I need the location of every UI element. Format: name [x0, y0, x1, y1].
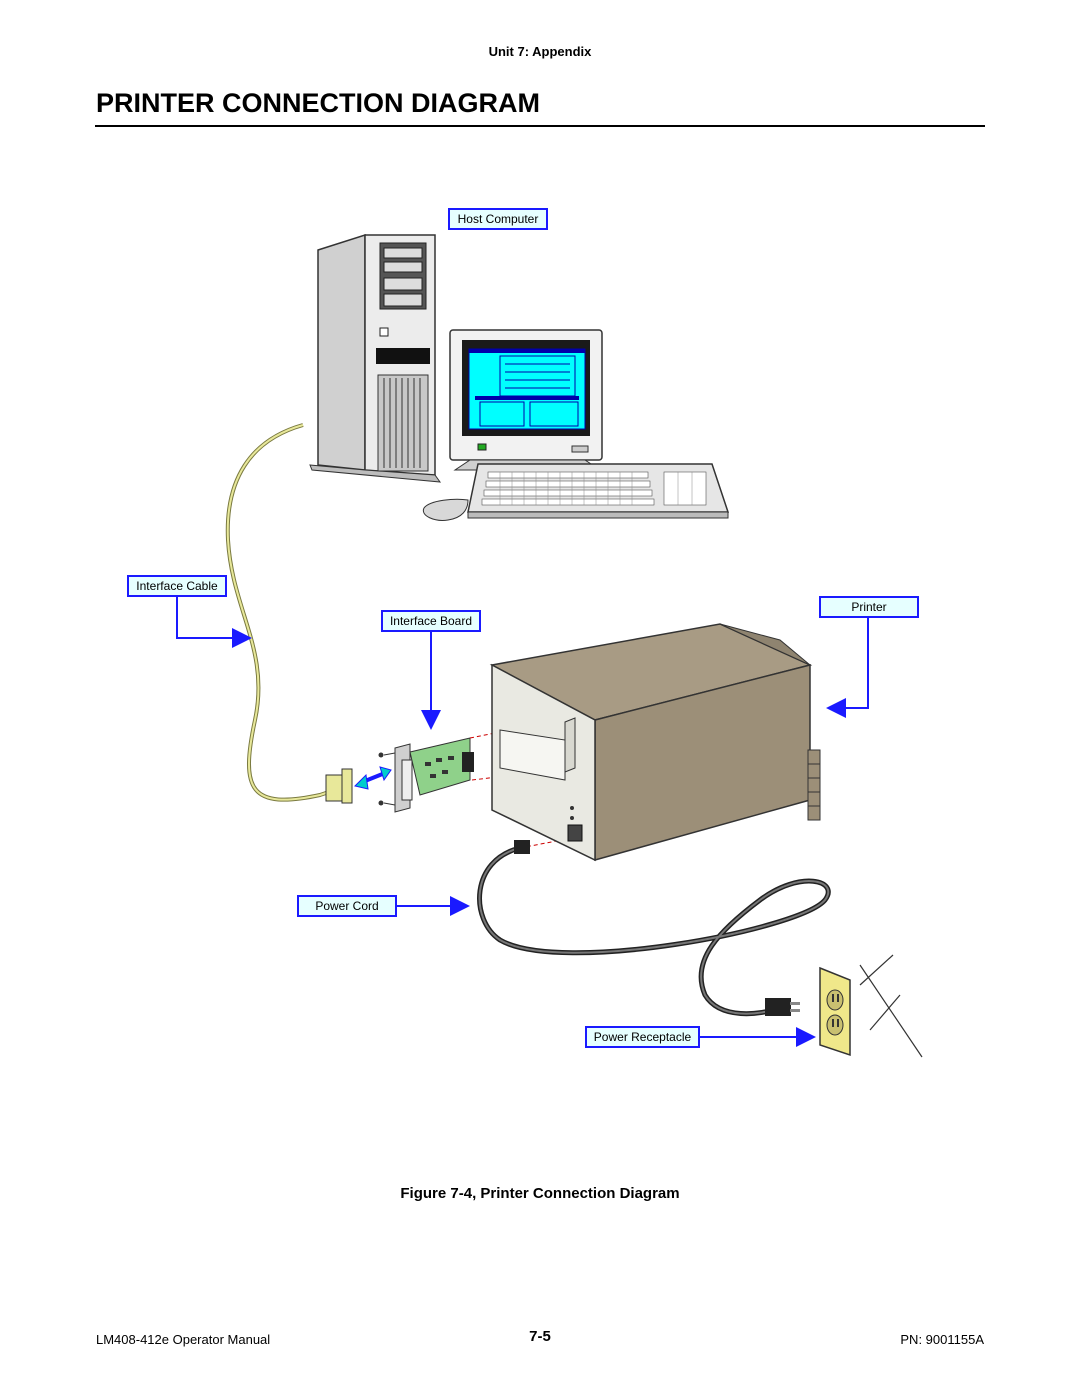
wall-receptacle: [819, 966, 851, 1057]
callout-power-receptacle: Power Receptacle: [585, 1026, 700, 1048]
footer-page-number: 7-5: [529, 1328, 551, 1345]
running-header: Unit 7: Appendix: [488, 44, 592, 59]
title-divider: [95, 125, 985, 127]
callout-power-cord: Power Cord: [297, 895, 397, 917]
callout-interface-cable: Interface Cable: [127, 575, 227, 597]
printer: [489, 623, 821, 862]
mouse: [422, 498, 469, 521]
callout-host-computer: Host Computer: [448, 208, 548, 230]
page-title: PRINTER CONNECTION DIAGRAM: [96, 88, 540, 118]
power-cord: [477, 840, 831, 1017]
callout-arrows: [176, 596, 869, 1047]
host-computer-tower: [309, 233, 442, 483]
callout-printer: Printer: [819, 596, 919, 618]
callout-interface-board: Interface Board: [381, 610, 481, 632]
figure-caption: Figure 7-4, Printer Connection Diagram: [400, 1185, 680, 1202]
interface-board: [378, 737, 474, 813]
footer-part-number: PN: 9001155A: [900, 1332, 984, 1347]
interface-cable: [225, 423, 353, 804]
keyboard: [467, 463, 730, 519]
wall-lines: [859, 954, 923, 1058]
monitor: [449, 329, 603, 471]
insert-arrow: [354, 766, 392, 790]
footer-manual-name: LM408-412e Operator Manual: [96, 1332, 271, 1347]
